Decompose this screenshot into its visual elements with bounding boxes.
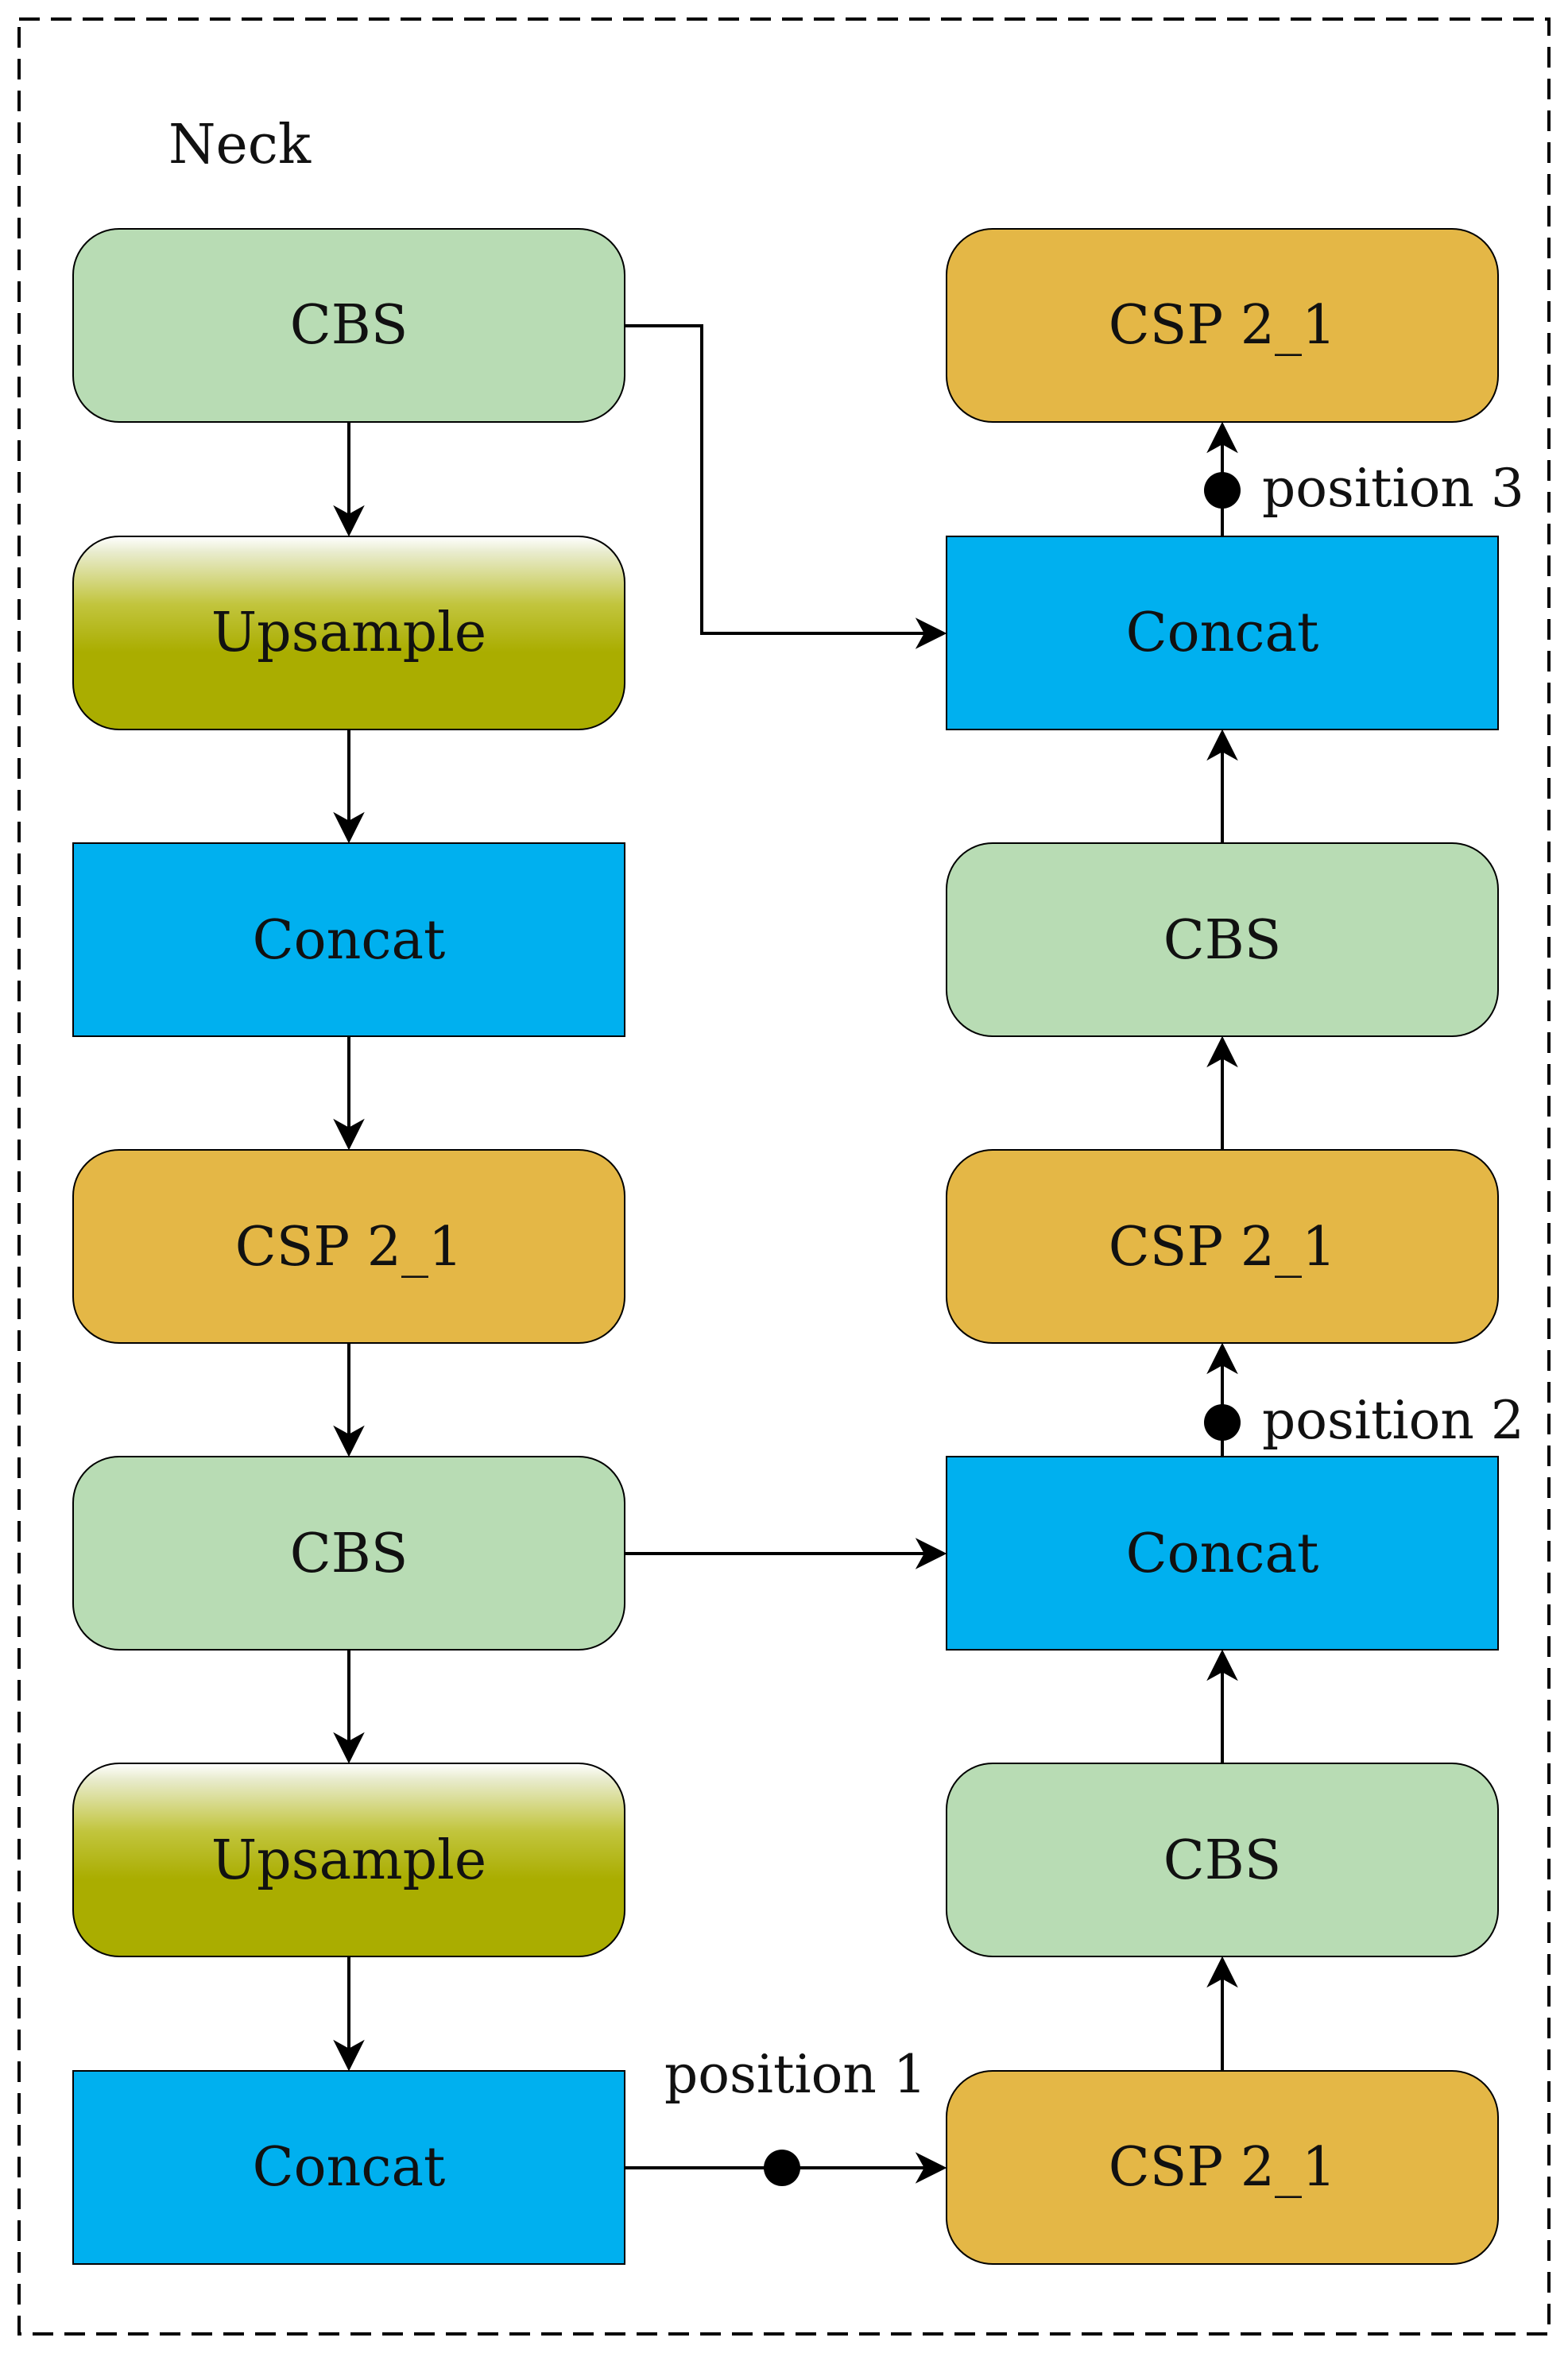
arrow-left-cbs-top-to-right-concat-top [625, 324, 947, 649]
right-csp-top-block: CSP 2_1 [946, 228, 1499, 423]
right-cbs-1-block: CBS [946, 842, 1499, 1037]
left-concat-2-label: Concat [253, 2136, 446, 2199]
left-concat-1-label: Concat [253, 909, 446, 972]
left-csp-1-block: CSP 2_1 [72, 1149, 625, 1344]
right-csp-top-label: CSP 2_1 [1109, 294, 1337, 357]
right-csp-bottom-label: CSP 2_1 [1109, 2136, 1337, 2199]
position-3-dot [1204, 472, 1241, 509]
right-cbs-1-label: CBS [1163, 909, 1282, 972]
right-csp-mid-block: CSP 2_1 [946, 1149, 1499, 1344]
left-cbs-top-label: CBS [290, 294, 408, 357]
right-csp-mid-label: CSP 2_1 [1109, 1216, 1337, 1279]
position-3-label: position 3 [1262, 458, 1524, 519]
left-cbs-2-block: CBS [72, 1456, 625, 1651]
left-upsample-1-block: Upsample [72, 536, 625, 730]
position-2-dot [1204, 1404, 1241, 1441]
position-1-dot [764, 2150, 800, 2186]
left-concat-2-block: Concat [72, 2070, 625, 2265]
right-cbs-2-label: CBS [1163, 1829, 1282, 1892]
right-concat-top-block: Concat [946, 536, 1499, 730]
position-1-label: position 1 [664, 2044, 927, 2105]
position-2-label: position 2 [1262, 1390, 1524, 1451]
right-concat-mid-block: Concat [946, 1456, 1499, 1651]
neck-frame [17, 17, 1551, 2336]
left-upsample-2-label: Upsample [211, 1829, 486, 1892]
neck-title: Neck [168, 114, 312, 176]
left-upsample-2-block: Upsample [72, 1763, 625, 1957]
left-cbs-top-block: CBS [72, 228, 625, 423]
left-cbs-2-label: CBS [290, 1523, 408, 1585]
left-concat-1-block: Concat [72, 842, 625, 1037]
left-csp-1-label: CSP 2_1 [235, 1216, 463, 1279]
right-concat-top-label: Concat [1126, 602, 1319, 664]
left-upsample-1-label: Upsample [211, 602, 486, 664]
right-csp-bottom-block: CSP 2_1 [946, 2070, 1499, 2265]
right-cbs-2-block: CBS [946, 1763, 1499, 1957]
right-concat-mid-label: Concat [1126, 1523, 1319, 1585]
